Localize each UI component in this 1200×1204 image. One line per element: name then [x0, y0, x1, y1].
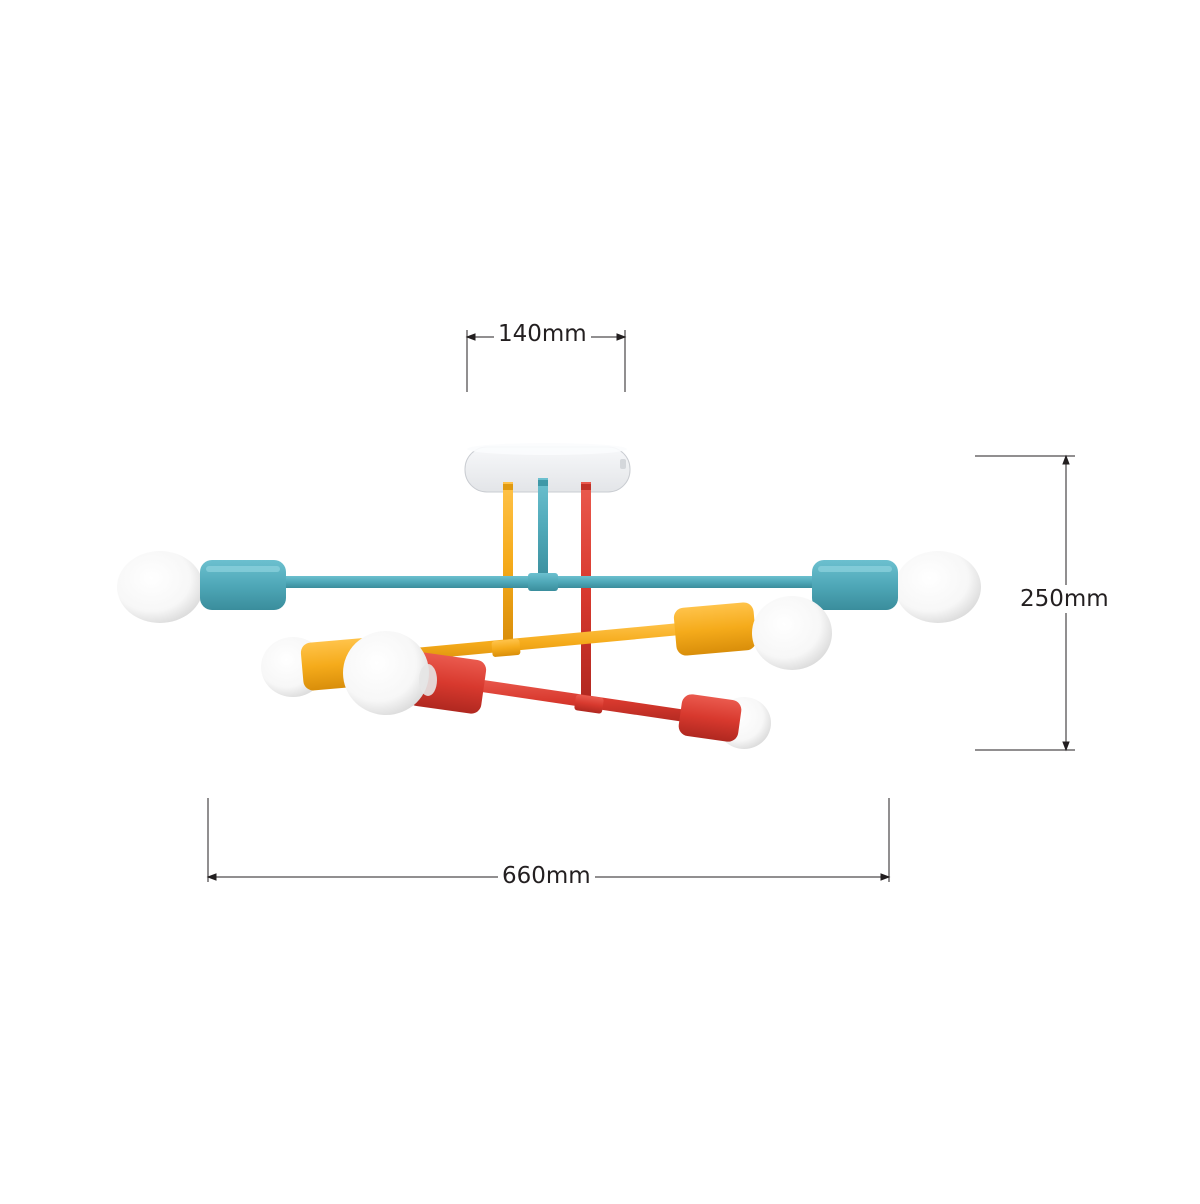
dimension-label-height: 250mm	[1016, 585, 1113, 613]
dimension-label-canopy-width: 140mm	[494, 320, 591, 348]
yellow-bar	[372, 622, 691, 664]
socket-right-red	[678, 694, 742, 742]
turquoise-arm	[117, 551, 981, 623]
yellow-joint	[491, 639, 521, 657]
dimension-label-total-width: 660mm	[498, 862, 595, 890]
yellow-stem	[503, 482, 513, 642]
bulb-left-red-front	[343, 631, 429, 715]
ceiling-canopy	[464, 443, 631, 493]
dim-bottom-arrow-left	[206, 873, 217, 881]
turquoise-joint	[528, 573, 558, 591]
bulb-left-turquoise	[117, 551, 203, 623]
dim-top-arrow-left	[465, 333, 476, 341]
red-joint	[574, 694, 604, 714]
vertical-stems	[503, 478, 591, 702]
red-stem	[581, 482, 591, 702]
dim-bottom-arrow-right	[880, 873, 891, 881]
dim-right-arrow-top	[1062, 454, 1070, 465]
turquoise-stem	[538, 478, 548, 582]
socket-left-turquoise	[200, 560, 286, 610]
red-arm	[407, 652, 771, 749]
socket-right-turquoise	[812, 560, 898, 610]
dim-top-arrow-right	[616, 333, 627, 341]
dim-right-arrow-bottom	[1062, 741, 1070, 752]
bulb-right-yellow	[752, 596, 832, 670]
socket-right-yellow	[673, 602, 757, 656]
bulb-right-turquoise	[895, 551, 981, 623]
yellow-arm	[261, 596, 832, 697]
